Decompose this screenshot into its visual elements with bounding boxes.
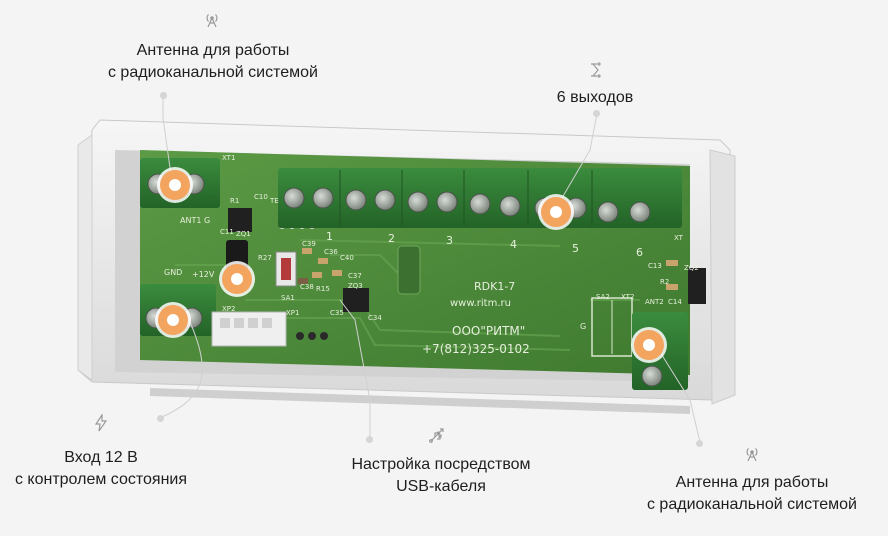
callout-usb: Настройка посредством USB-кабеля xyxy=(326,454,556,498)
silk-c38: C38 xyxy=(300,283,314,291)
leader-dot-power xyxy=(157,415,164,422)
lightning-icon xyxy=(94,414,108,432)
relay-switch-icon xyxy=(591,62,601,78)
silk-c10: C10 xyxy=(254,193,268,201)
callout-antenna-bottom: Антенна для работы с радиоканальной сист… xyxy=(630,472,874,516)
silk-g2: G xyxy=(580,322,587,331)
callout-power: Вход 12 В с контролем состояния xyxy=(0,447,202,491)
callout-usb-line2: USB-кабеля xyxy=(396,478,486,495)
silk-sa2: SA2 xyxy=(596,293,610,301)
silk-c35: C35 xyxy=(330,309,344,317)
terminal-number-1: 1 xyxy=(326,230,333,243)
marker-usb[interactable] xyxy=(158,305,188,335)
output-terminal-strip xyxy=(278,168,682,228)
silk-zq3: ZQ3 xyxy=(348,282,363,290)
terminal-number-6: 6 xyxy=(636,246,643,259)
silk-r27: R27 xyxy=(258,254,272,262)
callout-power-line2: с контролем состояния xyxy=(14,471,188,488)
callout-antenna-top-line2: с радиоканальной системой xyxy=(107,64,318,81)
silk-c36: C36 xyxy=(324,248,338,256)
leader-dot-usb xyxy=(366,436,373,443)
silk-c34: C34 xyxy=(368,314,382,322)
terminal-number-4: 4 xyxy=(510,238,517,251)
marker-power[interactable] xyxy=(222,264,252,294)
callout-antenna-top-line1: Антенна для работы xyxy=(136,42,290,59)
pcb-company: ООО"РИТМ" xyxy=(452,324,526,338)
silk-ant1: ANT1 xyxy=(180,216,202,225)
silk-zq2: ZQ2 xyxy=(684,264,699,272)
terminal-number-5: 5 xyxy=(572,242,579,255)
silk-c39: C39 xyxy=(302,240,316,248)
silk-xt: XT xyxy=(674,234,683,242)
antenna-icon xyxy=(206,14,218,28)
terminal-number-3: 3 xyxy=(446,234,453,247)
silk-xp1: XP1 xyxy=(286,309,300,317)
antenna-icon xyxy=(746,448,758,462)
silk-xt2: XT2 xyxy=(621,293,635,301)
silk-xt1: XT1 xyxy=(222,154,236,162)
pcb-model: RDK1-7 xyxy=(474,280,516,293)
callout-antenna-top: Антенна для работы с радиоканальной сист… xyxy=(100,40,326,84)
callout-antenna-bottom-line1: Антенна для работы xyxy=(675,474,829,491)
silk-gnd: GND xyxy=(164,268,183,277)
leader-dot-antenna-top xyxy=(160,92,167,99)
leader-dot-outputs xyxy=(593,110,600,117)
silk-xp2: XP2 xyxy=(222,305,236,313)
silk-ant2: ANT2 xyxy=(645,298,664,306)
silk-plus12v: +12V xyxy=(192,270,215,279)
usb-icon xyxy=(429,428,444,443)
silk-sa1: SA1 xyxy=(281,294,295,302)
pcb-phone: +7(812)325-0102 xyxy=(422,342,530,356)
silk-c13: C13 xyxy=(648,262,662,270)
silk-c14: C14 xyxy=(668,298,682,306)
marker-outputs[interactable] xyxy=(541,197,571,227)
marker-antenna-top[interactable] xyxy=(160,170,190,200)
silk-zq1: ZQ1 xyxy=(236,230,251,238)
silk-g1: G xyxy=(204,216,211,225)
marker-antenna-bottom[interactable] xyxy=(634,330,664,360)
leader-lines xyxy=(159,96,701,443)
terminal-number-2: 2 xyxy=(388,232,395,245)
callout-antenna-bottom-line2: с радиоканальной системой xyxy=(646,496,857,513)
silk-c11: C11 xyxy=(220,228,234,236)
silk-c40: C40 xyxy=(340,254,354,262)
silk-r15: R15 xyxy=(316,285,330,293)
silk-r1: R1 xyxy=(230,197,240,205)
callout-usb-line1: Настройка посредством xyxy=(351,456,531,473)
silk-te: TE xyxy=(270,197,279,205)
silk-c37: C37 xyxy=(348,272,362,280)
leader-dot-antenna-bottom xyxy=(696,440,703,447)
usb-connector xyxy=(211,311,287,347)
callout-outputs: 6 выходов xyxy=(556,89,634,106)
silk-r2: R2 xyxy=(660,278,670,286)
callout-power-line1: Вход 12 В xyxy=(64,449,138,466)
pcb-website: www.ritm.ru xyxy=(450,298,511,309)
